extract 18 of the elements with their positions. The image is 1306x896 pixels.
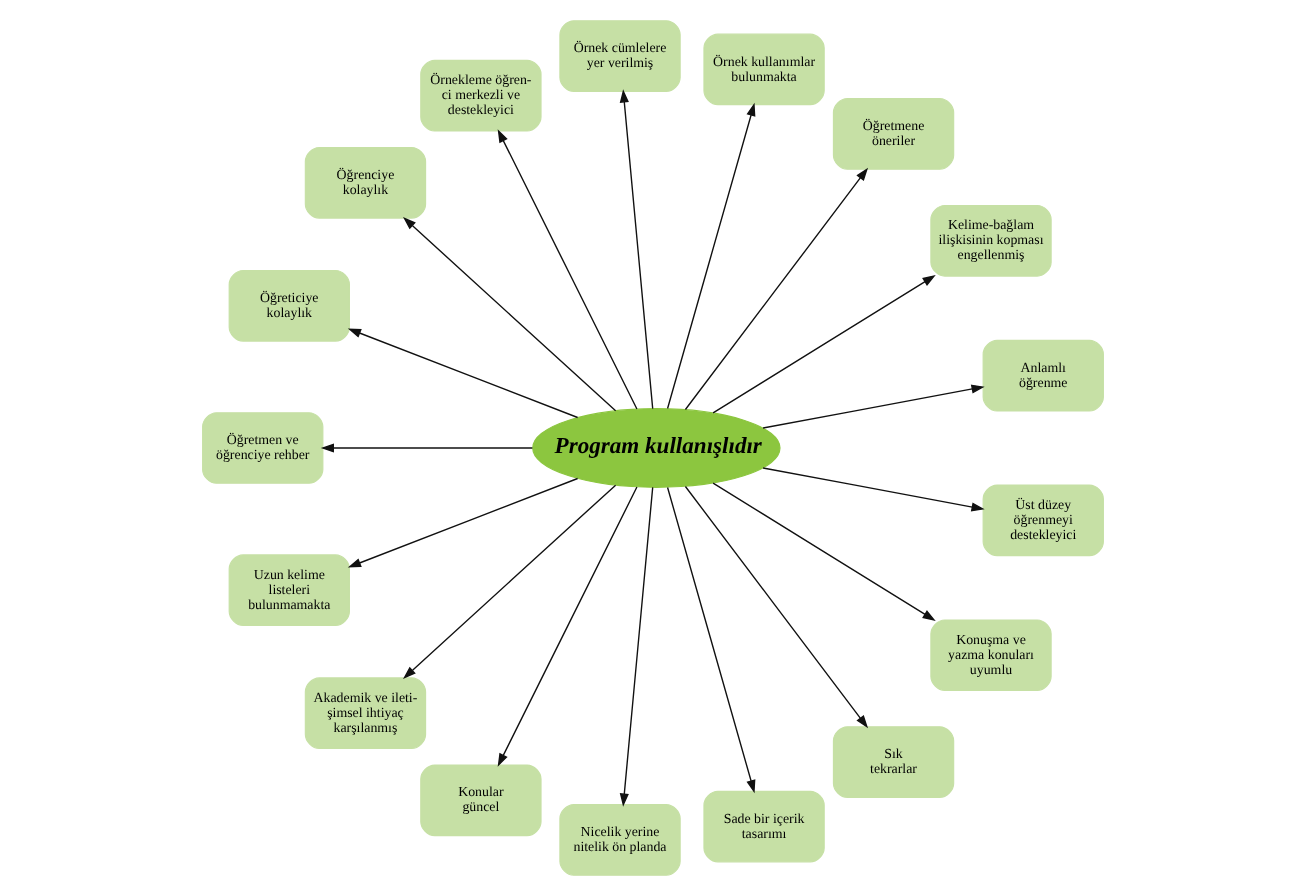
arrow [403, 217, 617, 412]
arrow [684, 167, 869, 411]
arrow [347, 477, 579, 568]
arrow [619, 89, 654, 410]
arrow [712, 275, 936, 414]
arrow [497, 486, 638, 767]
arrow [712, 482, 936, 621]
arrow [347, 328, 579, 419]
arrow [619, 486, 654, 807]
arrow [762, 467, 985, 512]
arrow [320, 443, 534, 453]
arrow [666, 486, 756, 794]
arrow [762, 384, 985, 429]
arrow [684, 485, 869, 729]
node-ellipse: Program kullanışlıdır [532, 408, 781, 488]
arrow [403, 484, 617, 679]
arrow [497, 129, 638, 410]
arrow [666, 102, 756, 410]
